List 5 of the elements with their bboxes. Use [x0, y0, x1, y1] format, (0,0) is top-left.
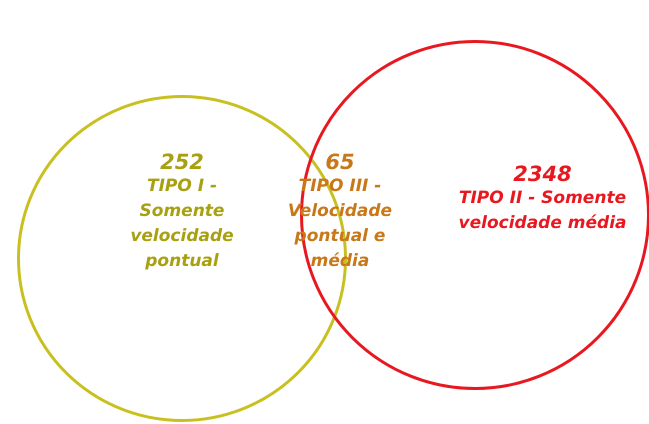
count-number: 65 — [325, 150, 355, 174]
category-label: TIPO I - Somente velocidade pontual — [129, 175, 235, 273]
category-label: TIPO II - Somente velocidade média — [458, 187, 628, 235]
count-number: 2348 — [513, 162, 572, 186]
count-number: 252 — [160, 150, 204, 174]
